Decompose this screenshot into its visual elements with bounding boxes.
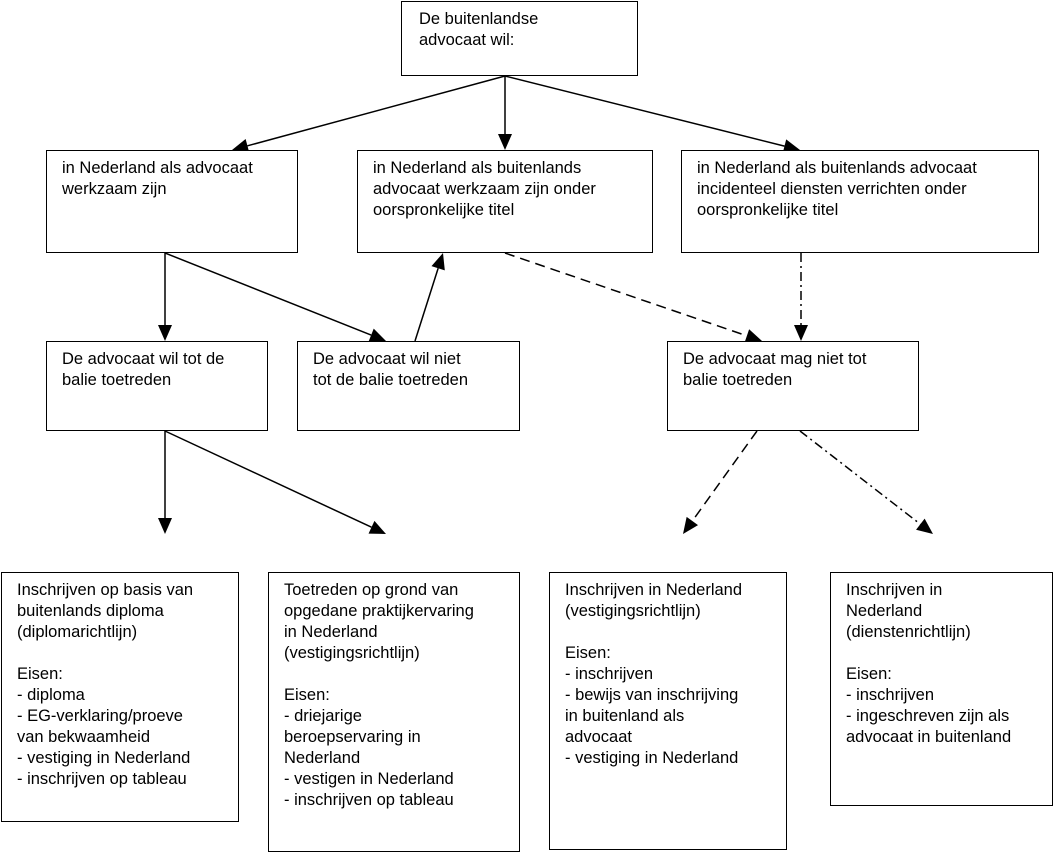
requirement-item: - vestiging in Nederland — [17, 749, 191, 767]
arrowhead — [158, 518, 172, 534]
option-box-advocaat: in Nederland als advocaat werkzaam zijn — [46, 150, 298, 253]
option-text: in Nederland als buitenlands advocaat we… — [373, 159, 596, 219]
root-text: De buitenlandse advocaat wil: — [419, 10, 539, 49]
root-box: De buitenlandse advocaat wil: — [401, 1, 638, 76]
connector-line — [164, 430, 372, 528]
connector-arrow — [164, 430, 386, 534]
requirement-item: - inschrijven op tableau — [284, 791, 454, 809]
arrowhead — [794, 325, 808, 341]
middle-box-toetreden: De advocaat wil tot de balie toetreden — [46, 341, 268, 431]
connector-arrow — [232, 75, 506, 153]
middle-text: De advocaat wil tot de balie toetreden — [62, 350, 225, 389]
requirement-item: - inschrijven — [565, 665, 654, 683]
connector-arrow — [504, 75, 800, 153]
connector-arrow — [504, 252, 762, 343]
spacer — [284, 664, 504, 685]
arrowhead — [683, 516, 699, 534]
connector-arrow — [414, 253, 445, 342]
outcome-box-diplomarichtlijn: Inschrijven op basis van buitenlands dip… — [1, 572, 239, 822]
middle-box-mag-niet: De advocaat mag niet tot balie toetreden — [667, 341, 919, 431]
arrowhead — [232, 139, 250, 153]
connector-line — [691, 430, 758, 522]
connector-arrow — [164, 252, 386, 342]
arrowhead — [431, 253, 445, 271]
connector-arrow — [794, 253, 808, 341]
connector-arrow — [158, 431, 172, 534]
requirement-item: - driejarige beroepservaring in Nederlan… — [284, 707, 421, 767]
spacer — [565, 622, 771, 643]
outcome-title: Toetreden op grond van opgedane praktijk… — [284, 581, 474, 662]
connector-line — [164, 252, 372, 336]
option-box-diensten: in Nederland als buitenlands advocaat in… — [681, 150, 1039, 253]
arrowhead — [368, 520, 386, 534]
requirement-item: - diploma — [17, 686, 85, 704]
option-text: in Nederland als buitenlands advocaat in… — [697, 159, 977, 219]
outcome-title: Inschrijven in Nederland (vestigingsrich… — [565, 581, 743, 620]
option-text: in Nederland als advocaat werkzaam zijn — [62, 159, 253, 198]
outcome-box-praktijkervaring: Toetreden op grond van opgedane praktijk… — [268, 572, 520, 852]
outcome-title: Inschrijven in Nederland (dienstenrichtl… — [846, 581, 971, 641]
connector-line — [799, 430, 921, 525]
connector-line — [504, 252, 748, 337]
connector-line — [504, 75, 785, 147]
outcome-title: Inschrijven op basis van buitenlands dip… — [17, 581, 194, 641]
requirement-item: - vestigen in Nederland — [284, 770, 454, 788]
connector-line — [247, 75, 506, 147]
arrowhead — [158, 325, 172, 341]
arrowhead — [744, 329, 762, 343]
connector-line — [414, 268, 439, 342]
connector-arrow — [158, 253, 172, 341]
arrowhead — [916, 518, 933, 534]
requirement-item: - inschrijven op tableau — [17, 770, 187, 788]
requirement-item: - inschrijven — [846, 686, 935, 704]
requirement-item: - vestiging in Nederland — [565, 749, 739, 767]
arrowhead — [368, 328, 386, 342]
requirements-label: Eisen: — [284, 686, 330, 704]
requirement-item: - bewijs van inschrijving in buitenland … — [565, 686, 739, 746]
requirement-item: - ingeschreven zijn als advocaat in buit… — [846, 707, 1012, 746]
connector-arrow — [799, 430, 933, 534]
arrowhead — [498, 134, 512, 150]
spacer — [846, 643, 1037, 664]
connector-arrow — [683, 430, 758, 534]
middle-text: De advocaat wil niet tot de balie toetre… — [313, 350, 469, 389]
requirements-label: Eisen: — [17, 665, 63, 683]
arrowhead — [782, 139, 800, 153]
requirements-label: Eisen: — [846, 665, 892, 683]
requirement-item: - EG-verklaring/proeve van bekwaamheid — [17, 707, 183, 746]
requirements-label: Eisen: — [565, 644, 611, 662]
connector-arrow — [498, 76, 512, 150]
outcome-box-vestigingsrichtlijn: Inschrijven in Nederland (vestigingsrich… — [549, 572, 787, 850]
outcome-box-dienstenrichtlijn: Inschrijven in Nederland (dienstenrichtl… — [830, 572, 1053, 806]
spacer — [17, 643, 223, 664]
middle-text: De advocaat mag niet tot balie toetreden — [683, 350, 867, 389]
option-box-buitenlands: in Nederland als buitenlands advocaat we… — [357, 150, 653, 253]
middle-box-niet-toetreden: De advocaat wil niet tot de balie toetre… — [297, 341, 520, 431]
